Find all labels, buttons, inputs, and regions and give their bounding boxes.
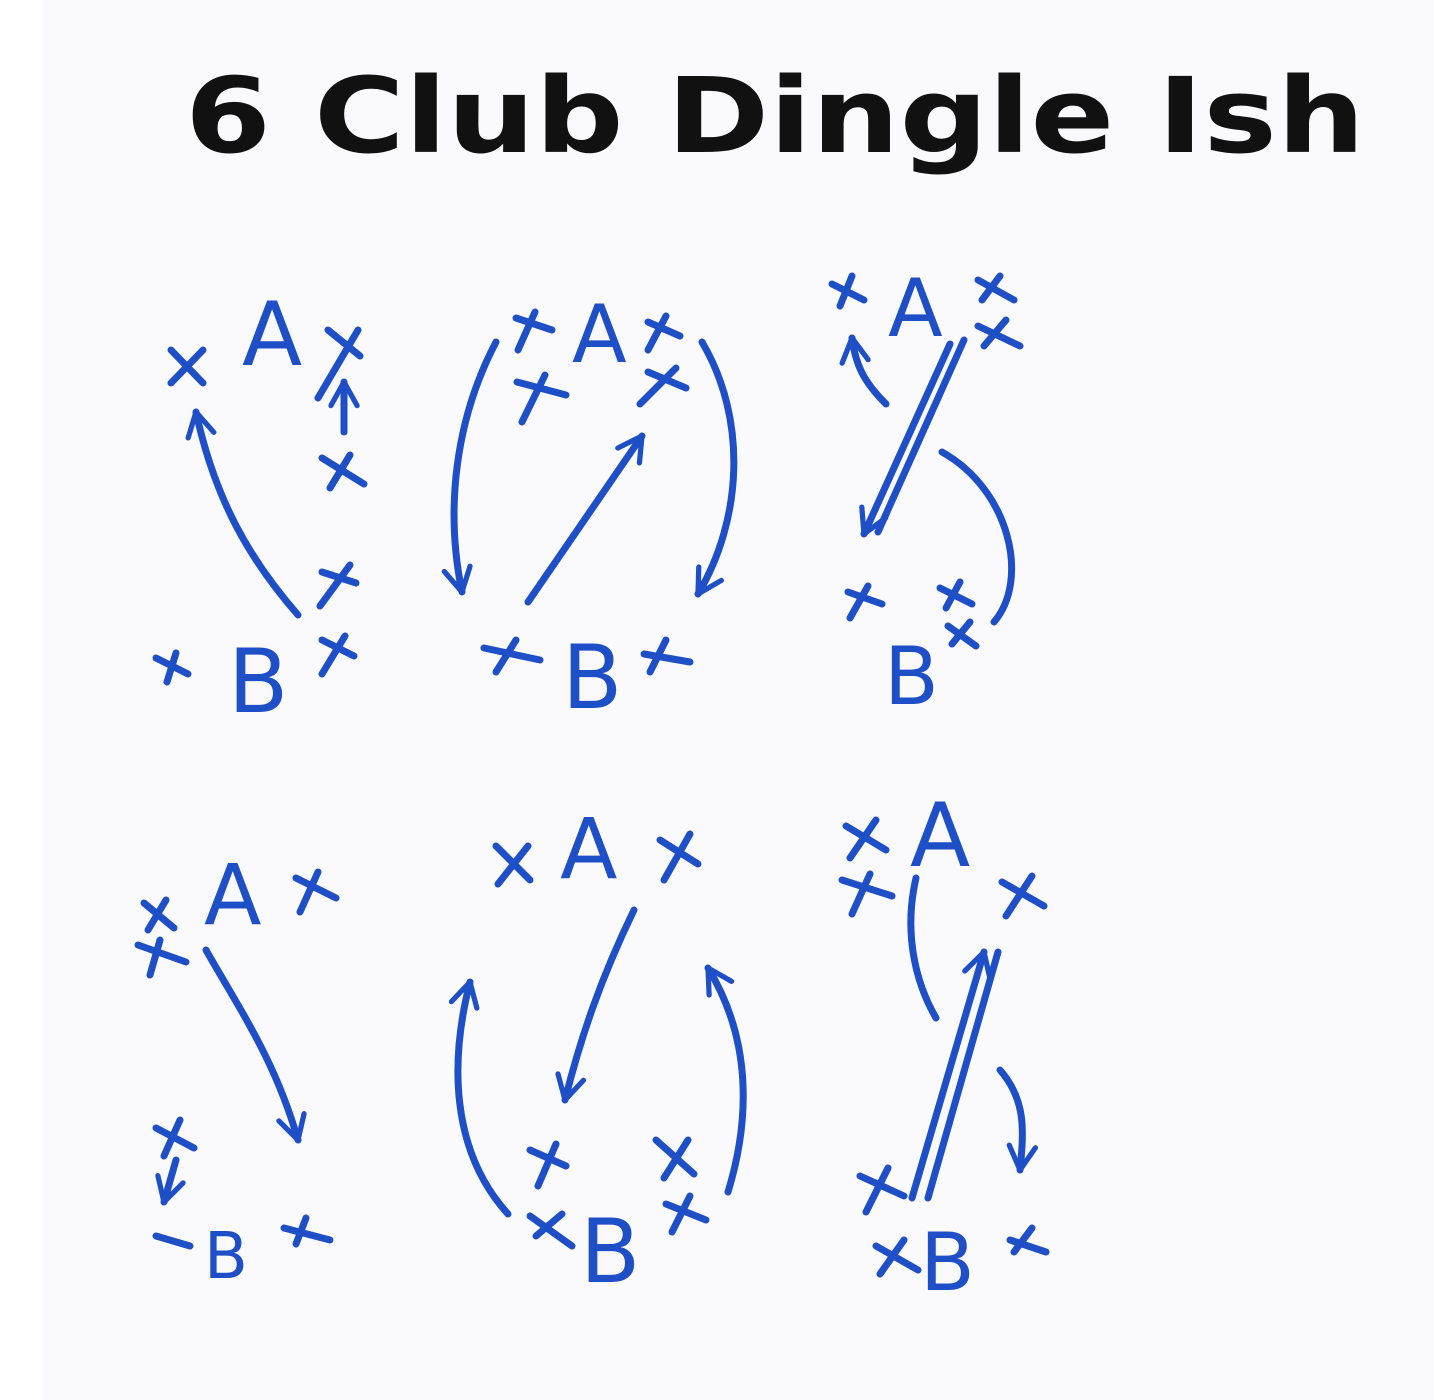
throw-arrow [185,408,302,619]
x-mark [318,632,358,678]
x-mark [314,326,364,402]
x-mark [526,1210,576,1250]
x-mark [944,618,980,650]
throw-arrow [555,906,638,1104]
x-mark [512,308,556,354]
throw-arrow [908,948,1002,1202]
x-mark [316,561,360,610]
x-mark [152,1116,198,1160]
x-mark [492,842,534,888]
diagram-2: A B [441,288,738,729]
throw-arrow [202,946,307,1144]
x-mark [998,872,1048,920]
diagram-1: A B [152,283,368,733]
label-a: A [910,784,970,887]
x-mark [280,1214,334,1248]
x-mark [974,316,1024,350]
x-mark [318,451,368,492]
throw-arrow [938,448,1016,626]
label-b: B [204,1220,248,1294]
label-a: A [242,283,302,386]
throw-arrow [996,1066,1039,1174]
x-mark [652,1136,698,1182]
x-mark [636,364,690,408]
x-mark [872,1236,922,1278]
throw-arrow [859,336,968,538]
throw-arrow [694,338,738,598]
diagram-6: A B [838,784,1050,1309]
label-a: A [560,800,617,898]
diagram-3: A B [828,262,1024,723]
x-mark [1006,1224,1050,1256]
label-a: A [888,262,943,355]
x-mark [974,272,1018,304]
throw-arrow [839,334,890,408]
label-b: B [920,1216,975,1309]
x-mark [526,1140,570,1190]
x-mark [140,896,178,934]
label-a: A [572,288,627,381]
x-mark [844,582,886,622]
x-mark [828,272,868,310]
x-mark [662,1192,710,1236]
throw-arrow [704,964,747,1196]
diagram-4: A B [134,846,340,1294]
page-title: 6 Club Dingle Ish [185,55,1365,177]
x-mark [513,371,570,426]
x-mark [842,816,890,862]
label-a: A [204,846,261,944]
throw-arrow [155,1156,186,1206]
label-b: B [562,626,622,729]
label-b: B [884,630,939,723]
label-b: B [580,1200,640,1303]
throw-arrow [524,432,646,606]
x-mark [167,346,207,387]
x-mark [644,312,684,354]
x-mark [480,636,544,676]
x-mark [152,649,192,686]
x-mark [838,870,896,918]
x-mark [936,578,976,612]
x-mark [640,636,694,676]
throw-arrow [441,338,500,596]
x-mark [134,936,190,979]
diagram-5: A B [448,800,747,1303]
label-b: B [228,630,288,733]
x-mark [152,1232,194,1250]
x-mark [292,868,340,916]
throw-arrow [448,978,512,1218]
x-mark [656,830,702,884]
x-mark [856,1164,908,1216]
throw-arrow [907,874,940,1022]
